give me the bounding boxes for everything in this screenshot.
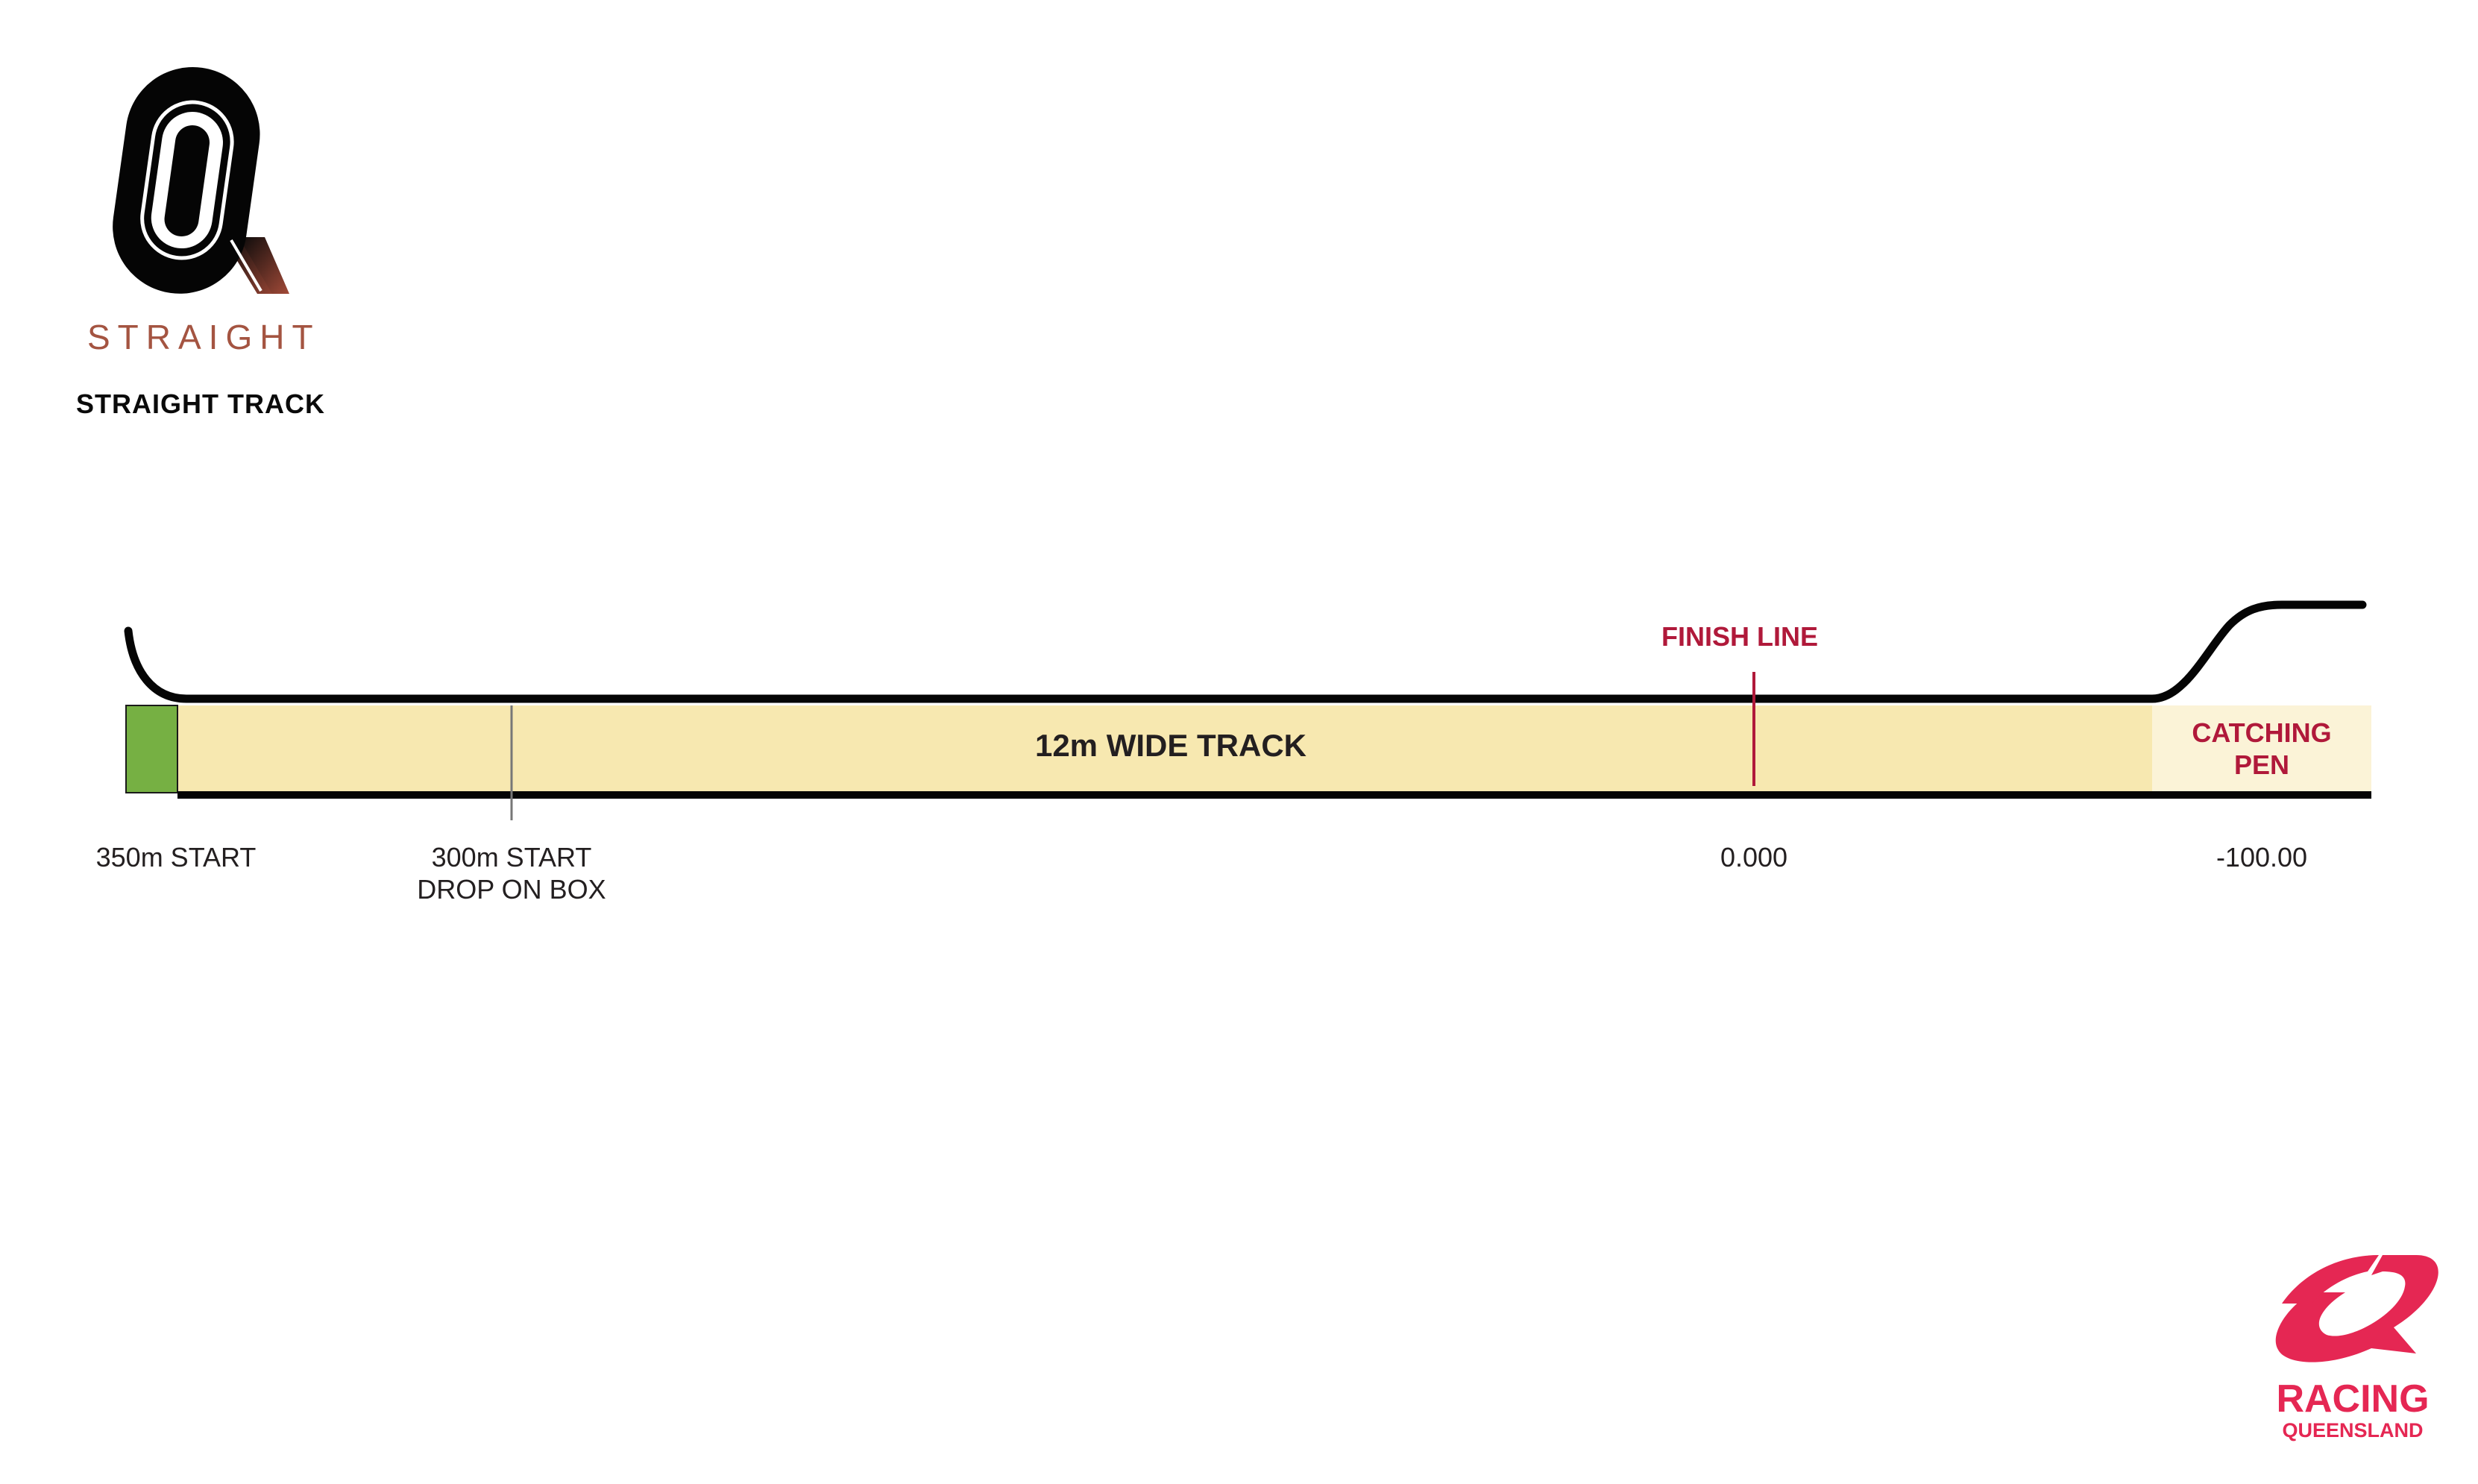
rq-brand-line2: QUEENSLAND (2282, 1419, 2423, 1441)
outer-rail (124, 600, 2367, 703)
start-300-label: 300m START (432, 842, 592, 873)
rq-brand-line1: RACING (2276, 1377, 2429, 1421)
catching-pen-label-1: CATCHING (2192, 717, 2331, 748)
track-surface (177, 705, 2152, 793)
finish-line-label: FINISH LINE (1661, 621, 1818, 652)
track-width-label: 12m WIDE TRACK (1035, 728, 1306, 763)
finish-distance-label: 0.000 (1720, 842, 1787, 873)
start-box-350 (125, 705, 178, 793)
track (124, 600, 2371, 820)
rq-q-icon (2275, 1255, 2438, 1362)
pen-distance-label: -100.00 (2216, 842, 2307, 873)
track-title: STRAIGHT TRACK (76, 389, 325, 419)
straight-q-logo (113, 66, 289, 294)
track-type-label: STRAIGHT (87, 318, 321, 356)
inner-rail (177, 791, 2371, 799)
catching-pen-label-2: PEN (2234, 749, 2289, 780)
start-350-label: 350m START (96, 842, 257, 873)
catching-pen-area (2152, 705, 2371, 793)
racing-queensland-logo: RACING QUEENSLAND (2275, 1255, 2438, 1441)
drop-on-box-label: DROP ON BOX (417, 874, 606, 905)
